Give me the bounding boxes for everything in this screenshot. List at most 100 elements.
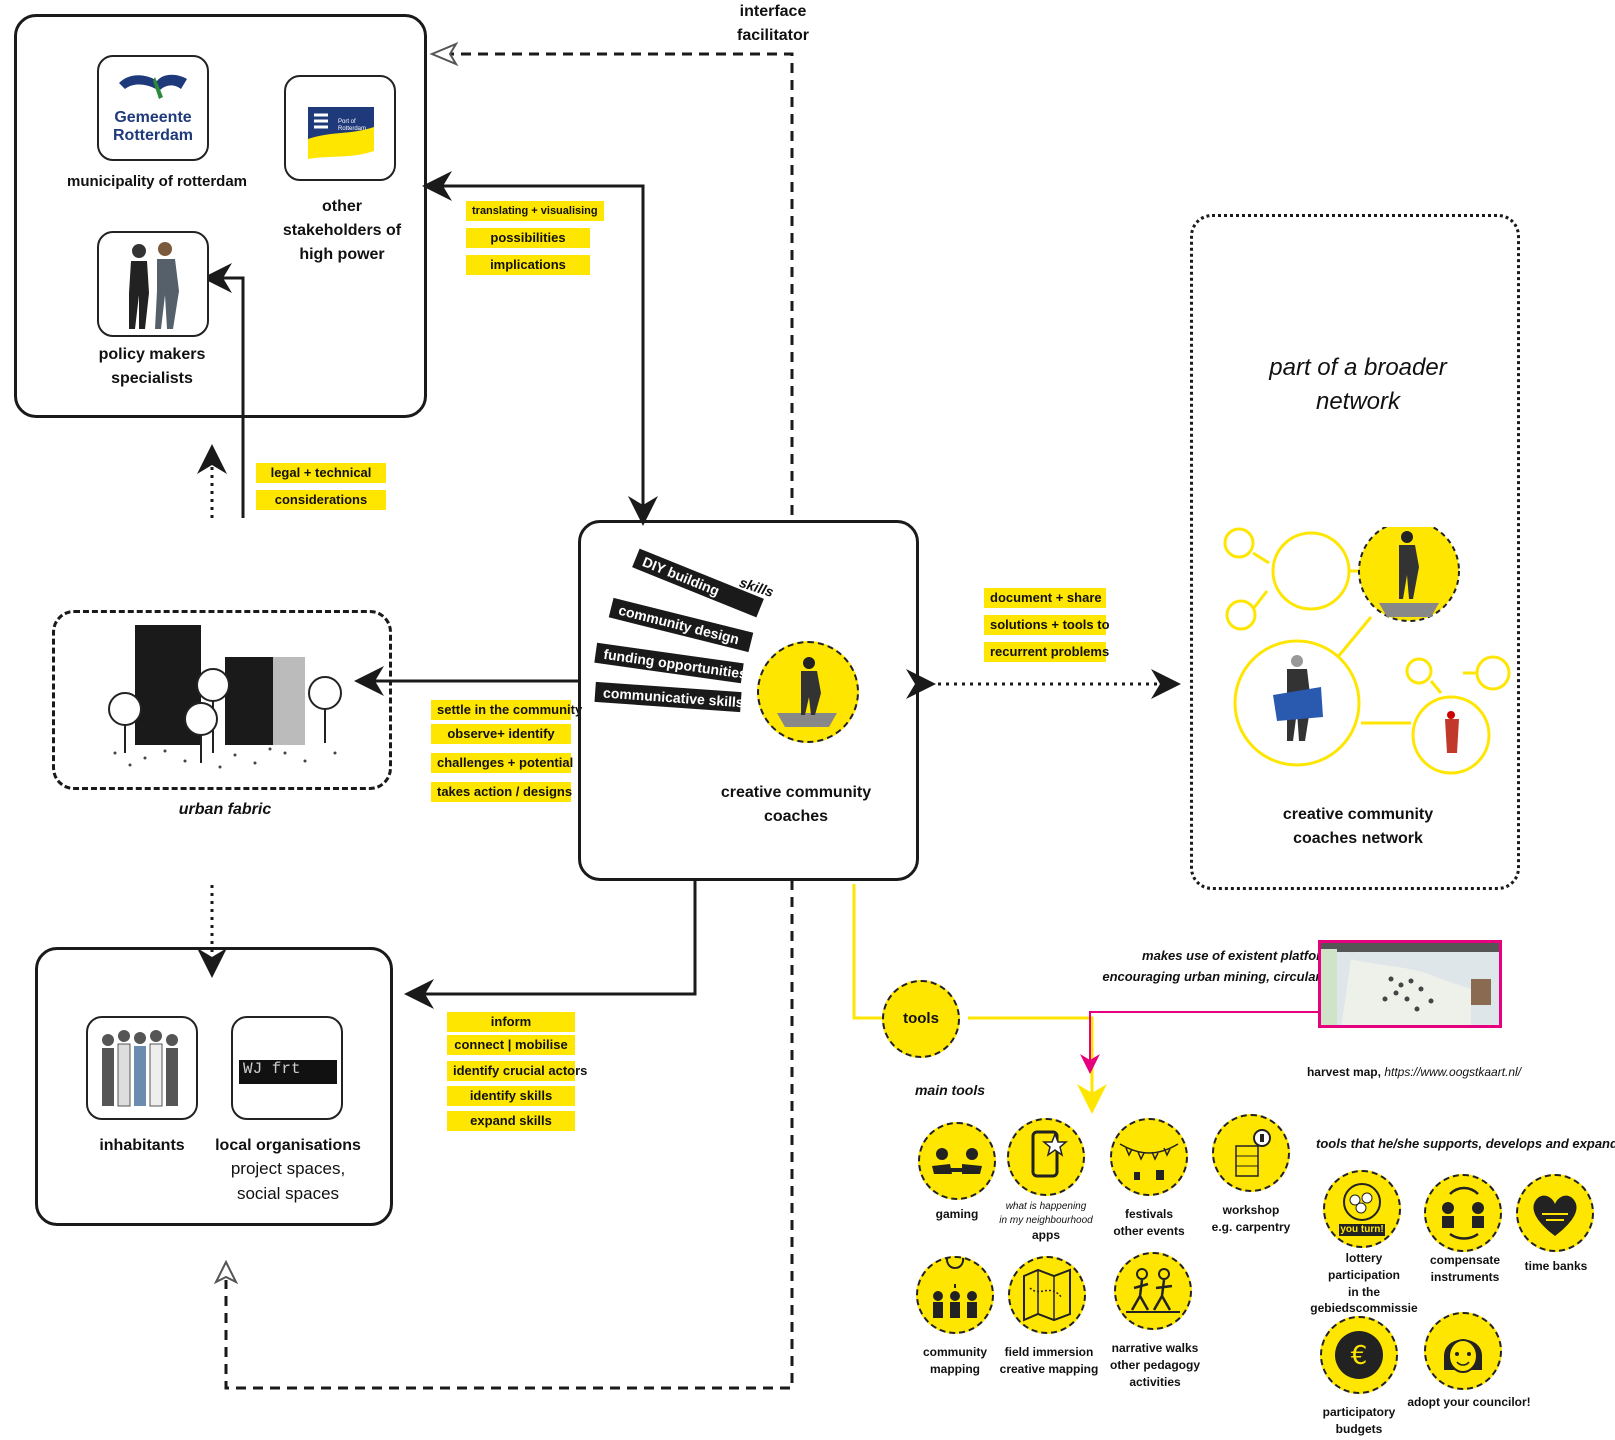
gemeente-logo-line2: Rotterdam <box>112 126 193 144</box>
svg-text:€: € <box>1351 1341 1368 1371</box>
network-title-l2: network <box>1315 387 1401 415</box>
tag-observe: observe+ identify <box>431 724 571 744</box>
facilitator-line2: facilitator <box>736 27 809 44</box>
main-tools-title: main tools <box>914 1082 985 1098</box>
apps-label: what is happening in my neighbourhood ap… <box>986 1200 1106 1243</box>
platforms-l1: makes use of existent platforms <box>1142 948 1340 963</box>
broader-network-box: part of a broader network c <box>1190 214 1520 890</box>
urban-fabric-label: urban fabric <box>178 801 272 818</box>
festivals-label: festivals other events <box>1104 1206 1194 1240</box>
tag-settle: settle in the community <box>431 700 582 720</box>
heart-hands-icon <box>1533 1195 1577 1236</box>
gaming-label: gaming <box>935 1207 979 1221</box>
tag-considerations: considerations <box>256 490 386 510</box>
harvest-map-caption: harvest map, https://www.oogstkaart.nl/ <box>1304 1064 1524 1081</box>
participatory-budgets-circle: € <box>1320 1316 1398 1394</box>
workshop-label: workshop e.g. carpentry <box>1196 1202 1306 1236</box>
cmap-l2: mapping <box>930 1361 980 1376</box>
facilitator-dashed-line <box>440 52 794 515</box>
walks-l2: other pedagogy <box>1109 1357 1200 1372</box>
apps-italic-1: what is happening <box>1005 1201 1087 1212</box>
festival-bunting-icon <box>1119 1143 1179 1180</box>
tag-connect: connect | mobilise <box>447 1035 575 1055</box>
network-l1: creative community <box>1282 806 1434 823</box>
field-immersion-label: field immersion creative mapping <box>994 1344 1104 1378</box>
other-l3: high power <box>299 246 385 263</box>
gaming-circle <box>918 1122 996 1200</box>
tag-translating: translating + visualising <box>466 201 604 221</box>
policy-makers-photo <box>97 231 209 337</box>
community-mapping-label: community mapping <box>910 1344 1000 1378</box>
creative-community-coaches-box: skills DIY building community design fun… <box>578 520 919 881</box>
harvest-map-screenshot <box>1318 940 1502 1028</box>
tag-implications: implications <box>466 255 590 275</box>
budgets-l2: budgets <box>1335 1421 1383 1436</box>
tag-inform: inform <box>447 1012 575 1032</box>
legal-arrow <box>202 263 245 518</box>
local-l2: project spaces, <box>230 1159 346 1179</box>
tag-possibilities: possibilities <box>466 228 590 248</box>
other-l1: other <box>322 198 362 215</box>
coaches-label: creative community coaches <box>701 781 891 829</box>
gemeente-logo-line1: Gemeente <box>114 109 192 126</box>
phone-star-icon <box>1031 1130 1069 1178</box>
interface-facilitator-label: interface facilitator <box>718 0 828 48</box>
local-org-card: WJ frt <box>231 1016 343 1120</box>
urban-fabric-box <box>52 610 392 790</box>
bottom-dashed-loop <box>224 880 794 1390</box>
euro-coin-icon: € <box>1335 1331 1383 1379</box>
community-box: WJ frt inhabitants local organisations p… <box>35 947 393 1226</box>
group-people-icon <box>102 1030 178 1107</box>
tools-yellow-line <box>852 884 887 1020</box>
compensate-label: compensate instruments <box>1410 1252 1520 1286</box>
lottery-l1: lottery <box>1345 1251 1383 1265</box>
tag-expand-skills: expand skills <box>447 1111 575 1131</box>
workshop-l1: workshop <box>1222 1203 1280 1217</box>
government-box: Gemeente Rotterdam municipality of rotte… <box>14 14 427 418</box>
svg-text:Rotterdam: Rotterdam <box>338 126 366 132</box>
cmap-l1: community <box>922 1345 987 1359</box>
policy-makers-label: policy makers specialists <box>57 343 247 391</box>
field-l1: field immersion <box>1004 1345 1094 1359</box>
adopt-councilor-label: adopt your councilor! <box>1407 1395 1531 1409</box>
platforms-l2: encouraging urban mining, circularity: <box>1102 968 1340 984</box>
festivals-l1: festivals <box>1124 1207 1174 1221</box>
gemeente-rotterdam-logo: Gemeente Rotterdam <box>97 55 209 161</box>
compensate-l1: compensate <box>1429 1253 1501 1267</box>
lottery-l2: participation <box>1327 1267 1400 1282</box>
local-org-card-text: WJ frt <box>239 1060 337 1084</box>
lottery-l3: in the gebiedscommissie <box>1310 1284 1418 1316</box>
harvest-url: https://www.oogstkaart.nl/ <box>1384 1065 1522 1079</box>
workshop-l2: e.g. carpentry <box>1211 1219 1291 1234</box>
gemeente-flag-icon <box>119 74 187 99</box>
face-icon <box>1444 1339 1482 1373</box>
participatory-budgets-label: participatory budgets <box>1304 1404 1414 1438</box>
tag-identify-actors: identify crucial actors <box>447 1061 587 1081</box>
people-talking-icon <box>129 242 179 329</box>
network-l2: coaches network <box>1293 830 1423 847</box>
tag-takes-action: takes action / designs <box>431 782 572 802</box>
bottom-arrowhead <box>213 1259 239 1285</box>
coach-figure-icon <box>777 657 837 727</box>
coaches-l1: creative community <box>720 784 872 801</box>
field-l2: creative mapping <box>999 1361 1099 1376</box>
local-l3: social spaces <box>236 1183 340 1203</box>
budgets-l1: participatory <box>1322 1405 1396 1419</box>
apps-italic-2: in my neighbourhood <box>999 1214 1093 1226</box>
platforms-label: makes use of existent platforms encourag… <box>1080 946 1340 988</box>
community-mapping-circle <box>916 1251 994 1334</box>
exchange-people-icon <box>1442 1186 1484 1240</box>
supports-tools-title: tools that he/she supports, develops and… <box>1316 1136 1615 1151</box>
map-icon <box>1321 949 1491 1025</box>
festivals-circle <box>1110 1118 1188 1196</box>
coach-to-gov-arrow <box>422 171 645 520</box>
network-title: part of a broader network <box>1233 351 1483 418</box>
field-immersion-circle <box>1008 1256 1086 1334</box>
local-orgs-label: local organisations project spaces, soci… <box>208 1134 368 1206</box>
inhabitants-label: inhabitants <box>99 1137 185 1154</box>
tools-circle: tools <box>882 980 960 1058</box>
tag-solutions: solutions + tools to <box>984 615 1110 635</box>
you-turn-text: you turn! <box>1340 1224 1384 1235</box>
tools-label: tools <box>903 1010 939 1027</box>
tag-identify-skills: identify skills <box>447 1086 575 1106</box>
